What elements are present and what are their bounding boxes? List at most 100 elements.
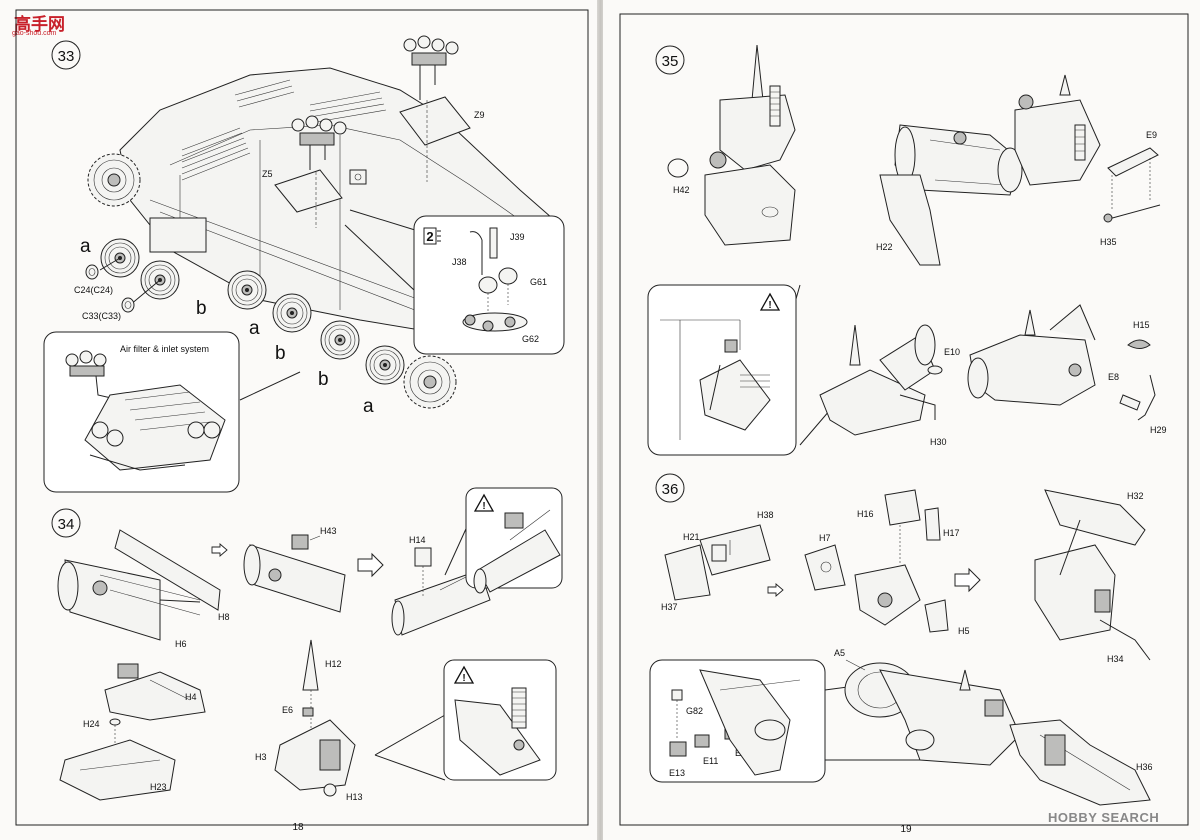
label-z5: Z5 (262, 169, 273, 179)
wheel-letter-b: b (196, 298, 207, 319)
part-h24 (109, 718, 121, 726)
hub-cap-c33 (121, 297, 135, 313)
step-33-badge (51, 40, 81, 70)
label-h14: H14 (409, 535, 426, 545)
label-c33: C33(C33) (82, 311, 121, 321)
site-watermark: 高手网 gao-shou.com (6, 6, 84, 37)
engine-air-system (65, 350, 226, 471)
rod-j39 (489, 227, 498, 259)
road-wheel-6 (365, 345, 405, 385)
part-e6 (302, 707, 314, 717)
label-h21: H21 (683, 532, 700, 542)
label-h30: H30 (930, 437, 947, 447)
part-h6-h8 (57, 529, 221, 641)
suspension-bracket (149, 217, 207, 253)
part-h23 (59, 739, 176, 801)
part-g82 (671, 689, 683, 701)
breech-assembly-right (894, 74, 1101, 196)
label-h32: H32 (1127, 491, 1144, 501)
label-h35: H35 (1100, 237, 1117, 247)
spring-detail (740, 374, 770, 388)
part-h12 (302, 639, 319, 691)
part-e13 (669, 741, 687, 757)
label-e10: E10 (944, 347, 960, 357)
part-e10 (927, 365, 943, 375)
watermark-url: gao-shou.com (12, 30, 57, 37)
label-g61: G61 (530, 277, 547, 287)
part-e9 (1107, 147, 1159, 177)
label-j38: J38 (452, 257, 467, 267)
left-page-border (15, 9, 589, 826)
assembled-breech-s35-final (967, 304, 1096, 406)
label-h34: H34 (1107, 654, 1124, 664)
page-number: 18 (292, 822, 304, 833)
drive-sprocket (87, 153, 141, 207)
part-h15 (1127, 339, 1151, 349)
part-h22 (879, 174, 941, 266)
inset-number: 2 (426, 229, 433, 244)
step-35-badge (655, 45, 685, 75)
step-36-number: 36 (662, 481, 679, 498)
air-filter-assembly-top (403, 35, 459, 100)
wheel-letter-a: a (80, 236, 91, 257)
label-h13: H13 (346, 792, 363, 802)
assembled-breech-s35 (819, 324, 936, 436)
label-e6: E6 (282, 705, 293, 715)
label-h8: H8 (218, 612, 230, 622)
label-h23: H23 (150, 782, 167, 792)
label-h7: H7 (819, 533, 831, 543)
label-a5: A5 (834, 648, 845, 658)
arrow-right-icon (211, 543, 228, 557)
wheel-letter-b: b (318, 369, 329, 390)
label-h22: H22 (876, 242, 893, 252)
assembled-breech-s36 (1034, 489, 1151, 661)
step-34-number: 34 (58, 516, 75, 533)
step-34: 34 H8 H6 H43 H14 (51, 487, 563, 833)
wheel-letter-a: a (363, 396, 374, 417)
plate-z9 (399, 96, 471, 146)
breech-assembly-left (704, 44, 796, 246)
label-h24: H24 (83, 719, 100, 729)
label-c24: C24(C24) (74, 285, 113, 295)
part-h16-h17 (884, 489, 941, 541)
part-h35 (1103, 204, 1161, 223)
label-h42: H42 (673, 185, 690, 195)
step-36: 36 H38 H21 H37 H7 H16 H17 H5 (649, 473, 1153, 835)
label-h17: H17 (943, 528, 960, 538)
hobby-search-logo: HOBBY SEARCH (1048, 810, 1160, 825)
air-filter-assembly-mid (291, 115, 347, 170)
label-h36: H36 (1136, 762, 1153, 772)
label-h43: H43 (320, 526, 337, 536)
part-h37-h38 (664, 524, 771, 601)
plate-z5 (274, 169, 343, 213)
label-g62: G62 (522, 334, 539, 344)
arrow-right-icon (767, 583, 784, 597)
part-h14-assembly (391, 547, 491, 636)
step-36-badge (655, 473, 685, 503)
label-e8: E8 (1108, 372, 1119, 382)
label-h29: H29 (1150, 425, 1167, 435)
step-33: 33 a b a b b a C24(C (43, 35, 565, 493)
right-page-border (619, 13, 1189, 826)
label-h6: H6 (175, 639, 187, 649)
wheel-letter-b: b (275, 343, 286, 364)
part-e11 (694, 734, 710, 748)
label-h15: H15 (1133, 320, 1150, 330)
step-35: 35 H42 H22 E9 (647, 44, 1167, 456)
part-h42 (667, 158, 689, 178)
air-filter-title: Air filter & inlet system (120, 344, 209, 354)
final-gun-assembly (844, 662, 1151, 806)
road-wheel-4 (272, 293, 312, 333)
part-e8 (1119, 394, 1141, 411)
watermark-text: 高手网 (14, 15, 65, 34)
assembled-h6-h8-h43 (243, 534, 346, 613)
hollow-double-arrow-icon (954, 568, 981, 592)
label-h38: H38 (757, 510, 774, 520)
label-e13: E13 (669, 768, 685, 778)
road-wheel-3 (227, 270, 267, 310)
cradle-mechanism (699, 669, 801, 776)
label-e9: E9 (1146, 130, 1157, 140)
label-h37: H37 (661, 602, 678, 612)
label-z9: Z9 (474, 110, 485, 120)
